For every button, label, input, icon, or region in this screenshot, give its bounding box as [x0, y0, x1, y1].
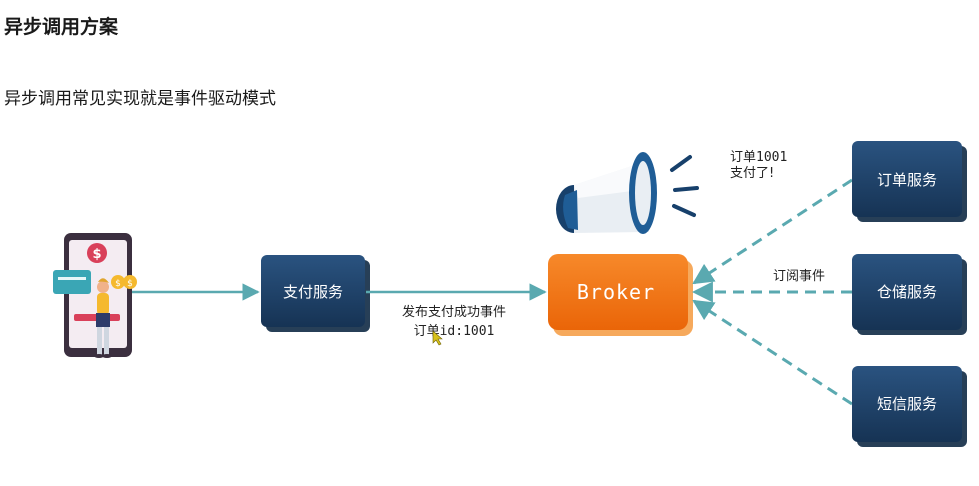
storage-service-node[interactable]: 仓储服务: [852, 254, 967, 335]
publish-event-label: 发布支付成功事件: [402, 304, 506, 320]
svg-text:$: $: [127, 279, 133, 289]
megaphone-icon: [556, 152, 699, 234]
cursor-icon: [432, 330, 443, 346]
sms-service-label: 短信服务: [877, 395, 937, 413]
page-heading: 异步调用方案: [4, 16, 119, 38]
svg-text:$: $: [115, 279, 121, 289]
phone-payment-icon: $ $ $: [53, 233, 137, 358]
order-service-label: 订单服务: [877, 171, 937, 189]
announce-line1: 订单1001: [730, 150, 787, 165]
broker-node[interactable]: Broker: [548, 254, 693, 336]
sms-service-node[interactable]: 短信服务: [852, 366, 967, 447]
svg-text:$: $: [92, 247, 101, 262]
subscribe-event-label: 订阅事件: [773, 269, 825, 284]
page-subtitle: 异步调用常见实现就是事件驱动模式: [4, 89, 276, 109]
subscribe-arrow-order: [692, 178, 853, 285]
announce-line2: 支付了!: [730, 166, 774, 181]
payment-service-node[interactable]: 支付服务: [261, 255, 370, 332]
order-service-node[interactable]: 订单服务: [852, 141, 967, 222]
storage-service-label: 仓储服务: [877, 283, 937, 301]
payment-service-label: 支付服务: [283, 283, 343, 301]
broker-label: Broker: [577, 280, 655, 304]
subscribe-arrow-sms: [692, 299, 853, 406]
order-id-label: 订单id:1001: [414, 324, 495, 339]
